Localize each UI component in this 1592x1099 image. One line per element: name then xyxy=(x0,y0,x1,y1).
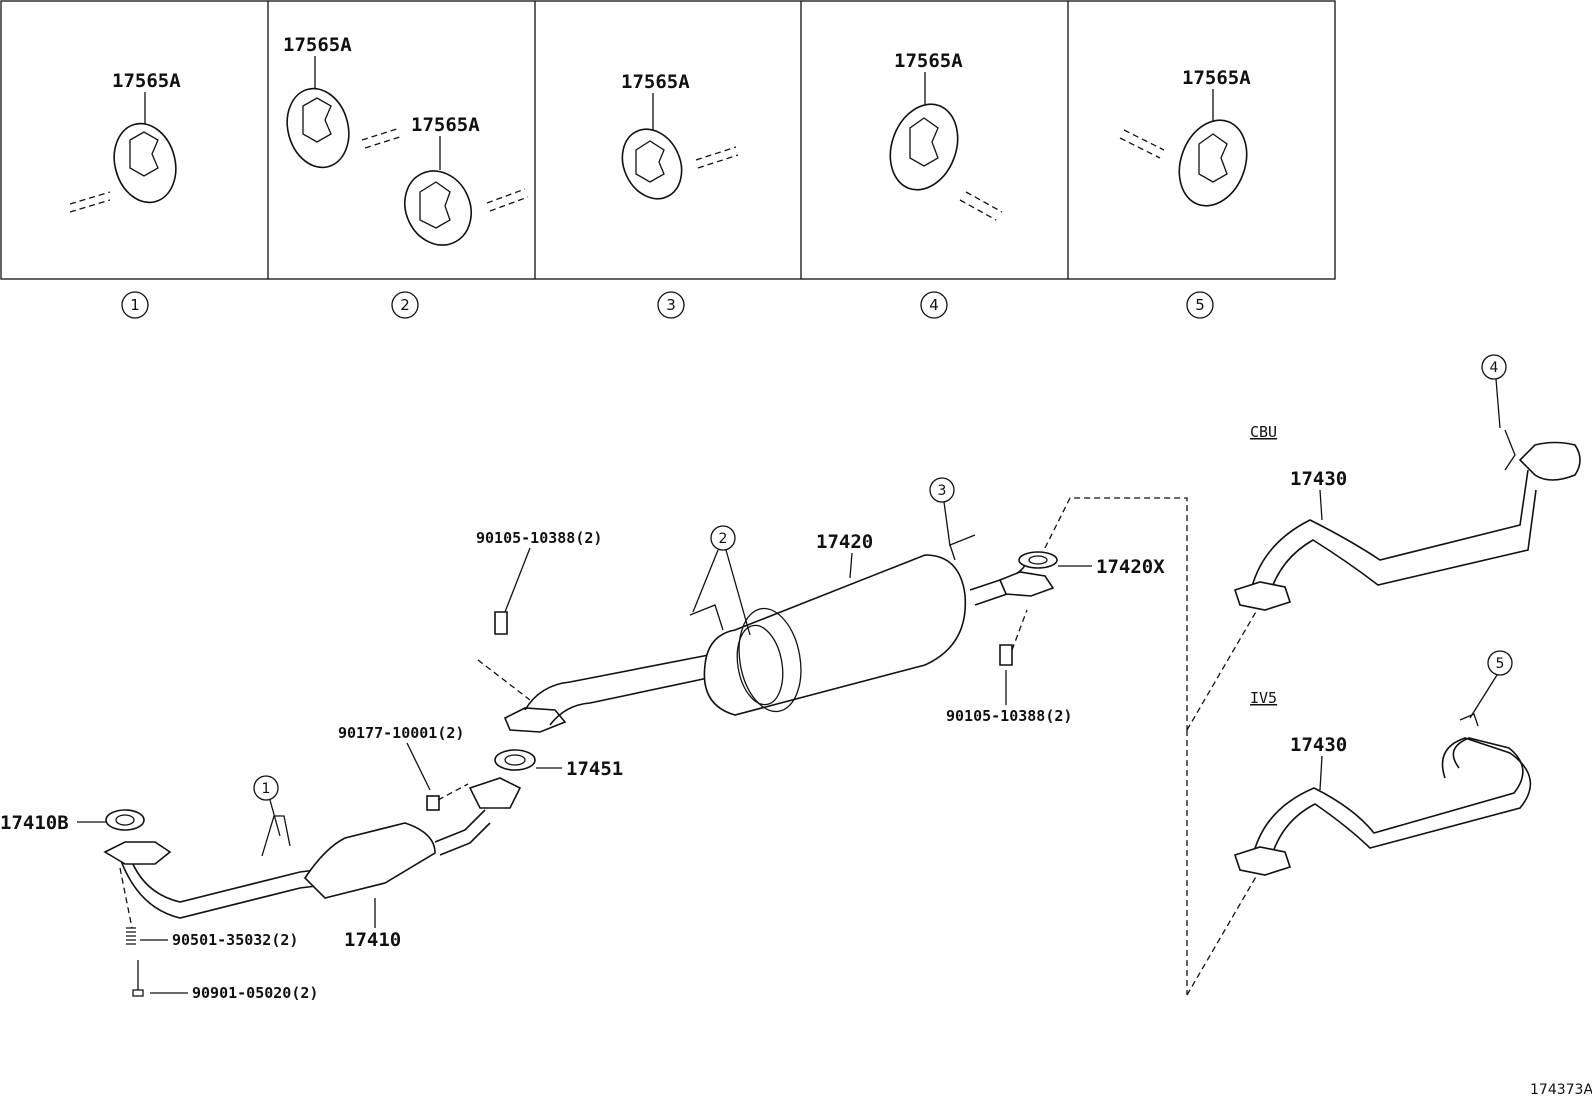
svg-text:3: 3 xyxy=(938,483,947,499)
svg-text:4: 4 xyxy=(929,296,939,314)
part-label-90501: 90501-35032(2) xyxy=(172,931,298,949)
part-label-17410: 17410 xyxy=(344,929,401,951)
svg-text:1: 1 xyxy=(130,296,140,314)
panel-frame xyxy=(0,0,1336,280)
gasket-17451: 17451 xyxy=(494,749,623,780)
muffler-hanger-bracket xyxy=(689,604,724,631)
rear-bolts: 90105-10388(2) xyxy=(946,609,1072,725)
muffler-hanger-bracket xyxy=(949,534,976,561)
hanger-label: 17565A xyxy=(112,70,181,92)
variant-flange xyxy=(1233,846,1292,876)
rubber-hanger xyxy=(113,122,177,204)
nut xyxy=(426,795,440,811)
main-assembly: 17410 17410B 90501-35032(2) 90901-05020(… xyxy=(0,477,1258,1002)
hanger-panel-2: 17565A 17565A 2 xyxy=(283,34,529,319)
svg-text:5: 5 xyxy=(1195,296,1205,314)
hanger-panel-3: 17565A 3 xyxy=(621,71,739,319)
hanger-label: 17565A xyxy=(894,50,963,72)
panel-number-1: 1 xyxy=(121,291,149,319)
center-flange xyxy=(503,707,567,733)
svg-text:4: 4 xyxy=(1490,360,1499,376)
hanger-label: 17565A xyxy=(411,114,480,136)
gasket-17420X: 17420X xyxy=(1018,551,1165,578)
variant-cbu: CBU 17430 4 xyxy=(1233,354,1581,611)
part-label-17451: 17451 xyxy=(566,758,623,780)
catalytic-converter xyxy=(303,822,436,899)
part-label-17420: 17420 xyxy=(816,531,873,553)
variant-routing xyxy=(1044,497,1188,995)
part-label-90105-rear: 90105-10388(2) xyxy=(946,707,1072,725)
panel-number-5: 5 xyxy=(1186,291,1214,319)
variant-part-label: 17430 xyxy=(1290,734,1347,756)
hanger-panel-5: 17565A 5 xyxy=(1119,67,1251,319)
bolt xyxy=(494,611,508,635)
front-fasteners: 90501-35032(2) 90901-05020(2) xyxy=(119,867,318,1002)
rubber-hanger xyxy=(404,170,472,246)
svg-text:5: 5 xyxy=(1496,656,1505,672)
illustration-id: 174373A xyxy=(1530,1082,1592,1098)
rubber-hanger xyxy=(1178,119,1248,207)
ref-bubble-2: 2 xyxy=(692,525,751,636)
hanger-label: 17565A xyxy=(283,34,352,56)
part-label-90901: 90901-05020(2) xyxy=(192,984,318,1002)
panel-number-2: 2 xyxy=(391,291,419,319)
front-flange xyxy=(103,841,172,865)
variant-iv5: IV5 17430 5 xyxy=(1233,650,1532,876)
panel-number-4: 4 xyxy=(920,291,948,319)
center-bolts: 90105-10388(2) xyxy=(476,529,602,701)
part-label-17410B: 17410B xyxy=(0,812,69,834)
rubber-hanger xyxy=(889,103,959,191)
muffler-body xyxy=(703,554,967,716)
panel-number-3: 3 xyxy=(657,291,685,319)
variant-part-label: 17430 xyxy=(1290,468,1347,490)
nut-90177: 90177-10001(2) xyxy=(338,724,469,811)
ref-bubble-3: 3 xyxy=(929,477,955,547)
part-label-17420X: 17420X xyxy=(1096,556,1165,578)
variant-flange xyxy=(1233,581,1292,611)
rubber-hanger xyxy=(621,128,683,200)
rubber-hanger xyxy=(286,87,350,169)
bolt xyxy=(132,960,144,997)
front-pipe-hanger-bracket xyxy=(261,815,291,857)
gasket-17410B: 17410B xyxy=(0,809,145,834)
ref-bubble-4: 4 xyxy=(1481,354,1516,471)
spring xyxy=(126,927,136,945)
svg-text:2: 2 xyxy=(400,296,410,314)
hanger-label: 17565A xyxy=(1182,67,1251,89)
mid-flange xyxy=(468,777,522,809)
muffler-17420: 17420 xyxy=(503,531,1055,733)
rear-flange xyxy=(998,571,1055,597)
ref-bubble-5: 5 xyxy=(1459,650,1513,727)
front-pipe-17410: 17410 xyxy=(103,777,522,951)
hanger-label: 17565A xyxy=(621,71,690,93)
part-label-90105-center: 90105-10388(2) xyxy=(476,529,602,547)
part-label-90177: 90177-10001(2) xyxy=(338,724,464,742)
variant-code: IV5 xyxy=(1250,689,1277,707)
variant-code: CBU xyxy=(1250,423,1277,441)
bolt xyxy=(999,644,1013,666)
hanger-panel-4: 17565A 4 xyxy=(889,50,1003,319)
ref-bubble-1: 1 xyxy=(253,775,281,837)
svg-text:1: 1 xyxy=(262,781,271,797)
hanger-panel-1: 17565A 1 xyxy=(69,70,181,319)
svg-text:3: 3 xyxy=(666,296,676,314)
hanger-panels: 17565A 1 17565A 17565A 2 xyxy=(0,0,1336,319)
tail-tip xyxy=(1518,441,1581,481)
svg-text:2: 2 xyxy=(719,531,728,547)
